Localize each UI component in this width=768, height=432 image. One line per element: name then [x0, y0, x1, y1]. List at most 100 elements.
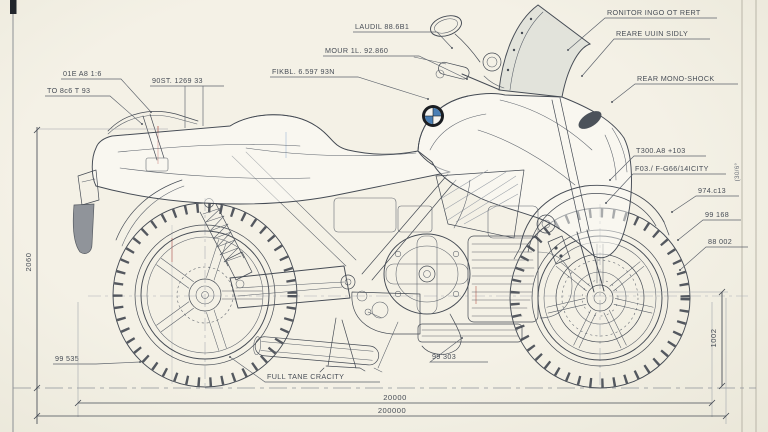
- fairing-nose-lines: [604, 127, 628, 181]
- callout-1-label: TO 8c6 T 93: [47, 86, 90, 95]
- cover-bolt-3: [394, 290, 402, 298]
- frame-downtube: [453, 179, 471, 229]
- callout-0: 01E A8 1:6: [61, 69, 152, 113]
- rear-brake-disc: [176, 266, 234, 324]
- front-disc-bolts: [581, 279, 619, 317]
- mud-flap: [72, 203, 95, 254]
- windscreen: [498, 4, 592, 98]
- callout-13-arrow: [679, 269, 681, 271]
- callout-5-arrow: [451, 47, 453, 49]
- callout-10-leader: [605, 173, 726, 204]
- callout-3: FIKBL. 6.597 93N: [270, 67, 429, 100]
- cylinder-block: [467, 235, 539, 323]
- intake-boot-inner: [541, 219, 551, 229]
- rear-tire-tread: [113, 203, 297, 387]
- cover-center-boss: [418, 265, 436, 283]
- battery-box: [397, 205, 433, 233]
- callout-1-leader: [45, 95, 143, 125]
- shock-coil-spring: [202, 207, 242, 263]
- fairing-and-tank: [417, 93, 632, 259]
- rear-fender-edge: [115, 179, 183, 241]
- muffler: [253, 336, 380, 366]
- cover-cross-bar-h: [385, 263, 469, 285]
- dim-left-height-value: 2060: [24, 253, 33, 272]
- windscreen-inner-line: [509, 11, 544, 91]
- cover-cross-bar-v: [416, 235, 438, 315]
- rack-rail-bottom: [107, 115, 198, 135]
- muffler-line-1: [261, 341, 374, 352]
- valve-cover-inner: [395, 245, 459, 303]
- brake-lever: [413, 56, 447, 65]
- intake-boot: [536, 214, 556, 234]
- shock-body-left: [199, 211, 229, 267]
- callout-16: 99 303: [429, 337, 488, 363]
- callout-13: 88 002: [679, 237, 748, 271]
- callout-9-arrow: [609, 179, 611, 181]
- callout-16-label: 99 303: [432, 352, 456, 361]
- frame-tubes: [361, 173, 457, 281]
- shock-body-right: [215, 203, 245, 259]
- rear-rim-inner: [146, 236, 264, 354]
- seat-base-line: [245, 147, 417, 156]
- callout-9-leader: [609, 155, 706, 181]
- callout-1: TO 8c6 T 93: [45, 86, 143, 125]
- mirror-glass: [434, 18, 458, 34]
- throttle-body: [487, 205, 539, 239]
- callout-12-label: 99 168: [705, 210, 729, 219]
- callout-4: MOUR 1L. 92.860: [323, 46, 468, 80]
- callout-3-label: FIKBL. 6.597 93N: [272, 67, 335, 76]
- callout-13-label: 88 002: [708, 237, 732, 246]
- callout-9-label: T300.A8 +103: [636, 146, 686, 155]
- caliper-bolt-1: [554, 246, 558, 250]
- fairing-crease-2: [477, 129, 576, 186]
- caliper-bolt-2: [559, 254, 563, 258]
- callout-10-arrow: [605, 202, 607, 204]
- shaft-joint: [356, 290, 368, 302]
- callout-11: 974.c13: [671, 186, 739, 213]
- fork-slider-lower: [576, 229, 605, 293]
- instrument-pod: [482, 52, 502, 72]
- shock-bottom-eye: [235, 279, 245, 289]
- starter-cover: [371, 301, 389, 319]
- shock-damper: [225, 251, 253, 281]
- tank-knee-line: [429, 113, 487, 151]
- tail-seam-lower: [119, 167, 311, 179]
- callout-5-leader: [353, 31, 453, 49]
- tail-light: [77, 169, 100, 206]
- swingarm-rib: [235, 281, 345, 289]
- callout-0-label: 01E A8 1:6: [63, 69, 102, 78]
- mirror-stalk: [454, 33, 481, 63]
- windscreen-glass: [498, 4, 592, 98]
- callout-0-arrow: [150, 111, 152, 113]
- side-stand: [373, 321, 399, 373]
- muffler-line-2: [260, 350, 373, 361]
- callout-15: FULL TANE CRACITY: [229, 356, 380, 383]
- callout-4-leader: [323, 55, 468, 80]
- instrument-dial: [486, 56, 498, 68]
- drive-shaft: [237, 286, 343, 297]
- callout-10: F03./ F-G66/14ICITY: [605, 164, 726, 204]
- windscreen-rivet-1: [506, 68, 510, 72]
- bodywork-front: [413, 4, 632, 259]
- windscreen-rivet-4: [529, 17, 533, 21]
- dim-left-ticks: [33, 126, 41, 392]
- tail-light-lens-line: [81, 178, 96, 183]
- rear-tire-inner: [134, 224, 276, 366]
- callout-11-leader: [671, 195, 739, 213]
- callout-15-arrow: [229, 356, 231, 358]
- callout-7-arrow: [581, 75, 583, 77]
- exhaust-header: [421, 313, 462, 355]
- cable-run: [483, 75, 505, 89]
- airbox: [333, 197, 397, 233]
- callout-16-leader: [429, 337, 488, 363]
- dim-inner-ticks: [74, 399, 716, 407]
- callout-8-leader: [611, 83, 738, 103]
- rear-hub-mid: [195, 285, 215, 305]
- engine: [253, 179, 573, 366]
- cockpit: [413, 15, 505, 91]
- fender-tips: [513, 221, 670, 260]
- front-axle: [593, 291, 607, 305]
- callout-5-label: LAUDIL 88.6B1: [355, 22, 409, 31]
- rear-spokes: [156, 239, 263, 351]
- mirror-head: [430, 15, 462, 37]
